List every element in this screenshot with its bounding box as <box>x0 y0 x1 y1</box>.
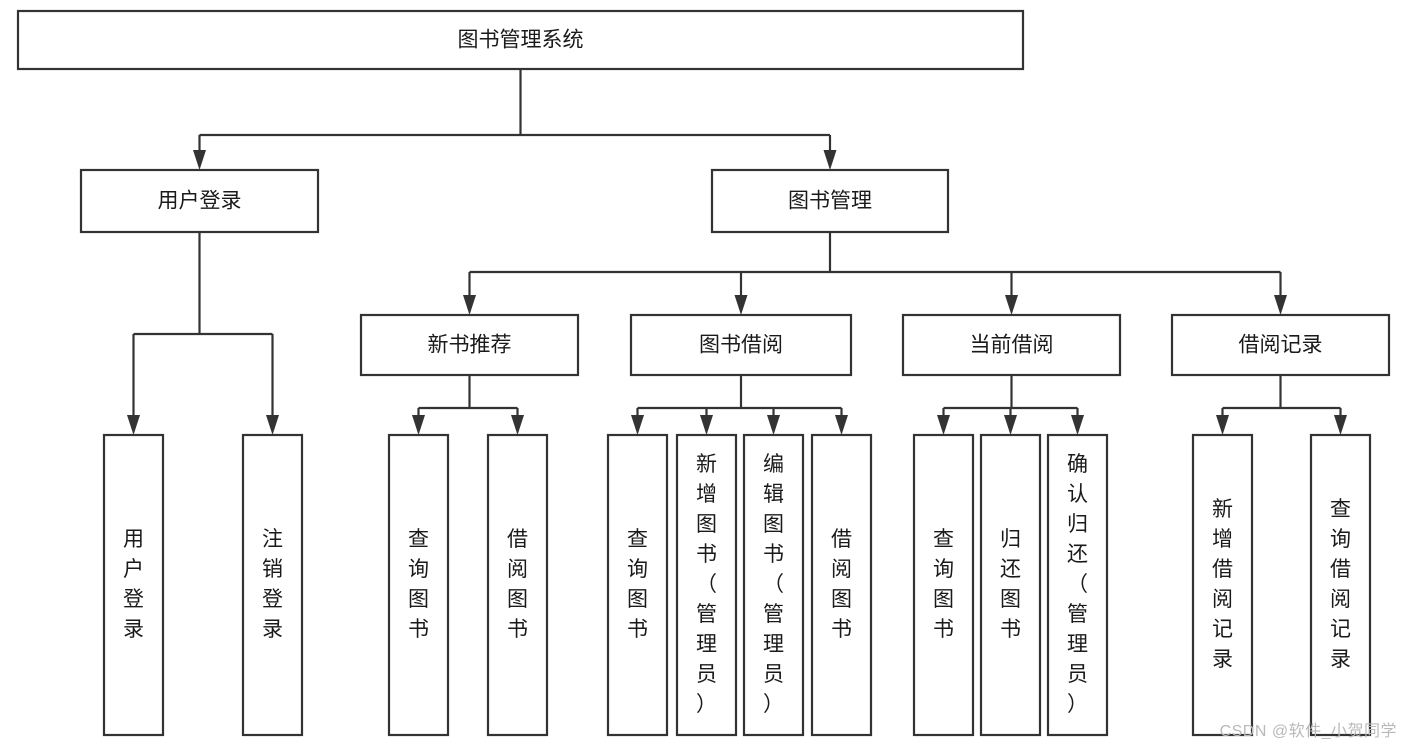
node-leaf-leaf-return-book[interactable]: 归还图书 <box>979 433 1042 737</box>
connector-borrow-record-to-leaves <box>1216 375 1347 435</box>
connector-book-borrow-to-leaves <box>631 375 848 435</box>
node-label: 查询图书 <box>627 528 648 641</box>
node-leaf-leaf-add-borrow-record[interactable]: 新增借阅记录 <box>1191 433 1254 737</box>
node-box[interactable] <box>1191 433 1254 737</box>
node-label: 新增借阅记录 <box>1212 498 1233 671</box>
node-leaf-leaf-borrow-book[interactable]: 借阅图书 <box>810 433 873 737</box>
node-leaf-leaf-query-borrow-record[interactable]: 查询借阅记录 <box>1309 433 1372 737</box>
node-label: 新书推荐 <box>428 334 512 357</box>
node-label: 查询图书 <box>408 528 429 641</box>
connector-user-login-to-leaves <box>127 232 279 435</box>
node-box[interactable] <box>79 168 320 234</box>
node-label: 图书管理系统 <box>458 29 584 52</box>
node-leaf-leaf-user-login[interactable]: 用户登录 <box>102 433 165 737</box>
node-leaf-leaf-query-book-current[interactable]: 查询图书 <box>912 433 975 737</box>
node-box[interactable] <box>241 433 304 737</box>
node-label: 借阅图书 <box>831 528 852 641</box>
node-box[interactable] <box>810 433 873 737</box>
node-level2-book-borrow[interactable]: 图书借阅 <box>629 313 853 377</box>
node-label: 借阅图书 <box>507 528 528 641</box>
connector-root-to-level1 <box>193 69 837 170</box>
node-label: 注销登录 <box>262 528 283 641</box>
connector-new-book-recommend-to-leaves <box>412 375 524 435</box>
node-box[interactable] <box>102 433 165 737</box>
node-label: 编辑图书（管理员） <box>763 453 784 716</box>
node-label: 确认归还（管理员） <box>1067 453 1088 716</box>
node-label: 图书管理 <box>788 190 872 213</box>
connector-layer <box>127 69 1347 435</box>
node-box[interactable] <box>629 313 853 377</box>
connector-current-borrow-to-leaves <box>937 375 1084 435</box>
node-label: 借阅记录 <box>1239 334 1323 357</box>
node-label: 当前借阅 <box>970 334 1054 357</box>
node-box[interactable] <box>359 313 580 377</box>
node-leaf-leaf-logout-login[interactable]: 注销登录 <box>241 433 304 737</box>
connector-book-management-to-level2 <box>463 232 1287 315</box>
node-box[interactable] <box>675 433 738 737</box>
node-box[interactable] <box>710 168 950 234</box>
node-label: 图书借阅 <box>699 334 783 357</box>
node-level2-new-book-recommend[interactable]: 新书推荐 <box>359 313 580 377</box>
node-level1-user-login[interactable]: 用户登录 <box>79 168 320 234</box>
node-box[interactable] <box>912 433 975 737</box>
node-root-root[interactable]: 图书管理系统 <box>16 9 1025 71</box>
node-label: 用户登录 <box>123 528 144 641</box>
node-level2-current-borrow[interactable]: 当前借阅 <box>901 313 1122 377</box>
node-leaf-leaf-add-book-admin[interactable]: 新增图书（管理员） <box>675 433 738 737</box>
node-box[interactable] <box>742 433 805 737</box>
node-label: 查询借阅记录 <box>1330 498 1351 671</box>
node-leaf-leaf-edit-book-admin[interactable]: 编辑图书（管理员） <box>742 433 805 737</box>
node-level2-borrow-record[interactable]: 借阅记录 <box>1170 313 1391 377</box>
node-box[interactable] <box>1309 433 1372 737</box>
node-label: 归还图书 <box>1000 528 1021 641</box>
node-label: 查询图书 <box>933 528 954 641</box>
node-box[interactable] <box>1046 433 1109 737</box>
node-layer: 图书管理系统用户登录图书管理新书推荐图书借阅当前借阅借阅记录用户登录注销登录查询… <box>16 9 1391 737</box>
node-box[interactable] <box>901 313 1122 377</box>
node-leaf-leaf-confirm-return-admin[interactable]: 确认归还（管理员） <box>1046 433 1109 737</box>
node-leaf-leaf-query-book-borrow[interactable]: 查询图书 <box>606 433 669 737</box>
node-box[interactable] <box>606 433 669 737</box>
node-leaf-leaf-borrow-book-recommend[interactable]: 借阅图书 <box>486 433 549 737</box>
node-label: 用户登录 <box>158 190 242 213</box>
node-leaf-leaf-query-book-recommend[interactable]: 查询图书 <box>387 433 450 737</box>
node-box[interactable] <box>486 433 549 737</box>
node-level1-book-management[interactable]: 图书管理 <box>710 168 950 234</box>
watermark-label: CSDN @软件_小贺同学 <box>1219 723 1397 740</box>
node-label: 新增图书（管理员） <box>696 453 717 716</box>
node-box[interactable] <box>16 9 1025 71</box>
node-box[interactable] <box>979 433 1042 737</box>
node-box[interactable] <box>387 433 450 737</box>
node-box[interactable] <box>1170 313 1391 377</box>
